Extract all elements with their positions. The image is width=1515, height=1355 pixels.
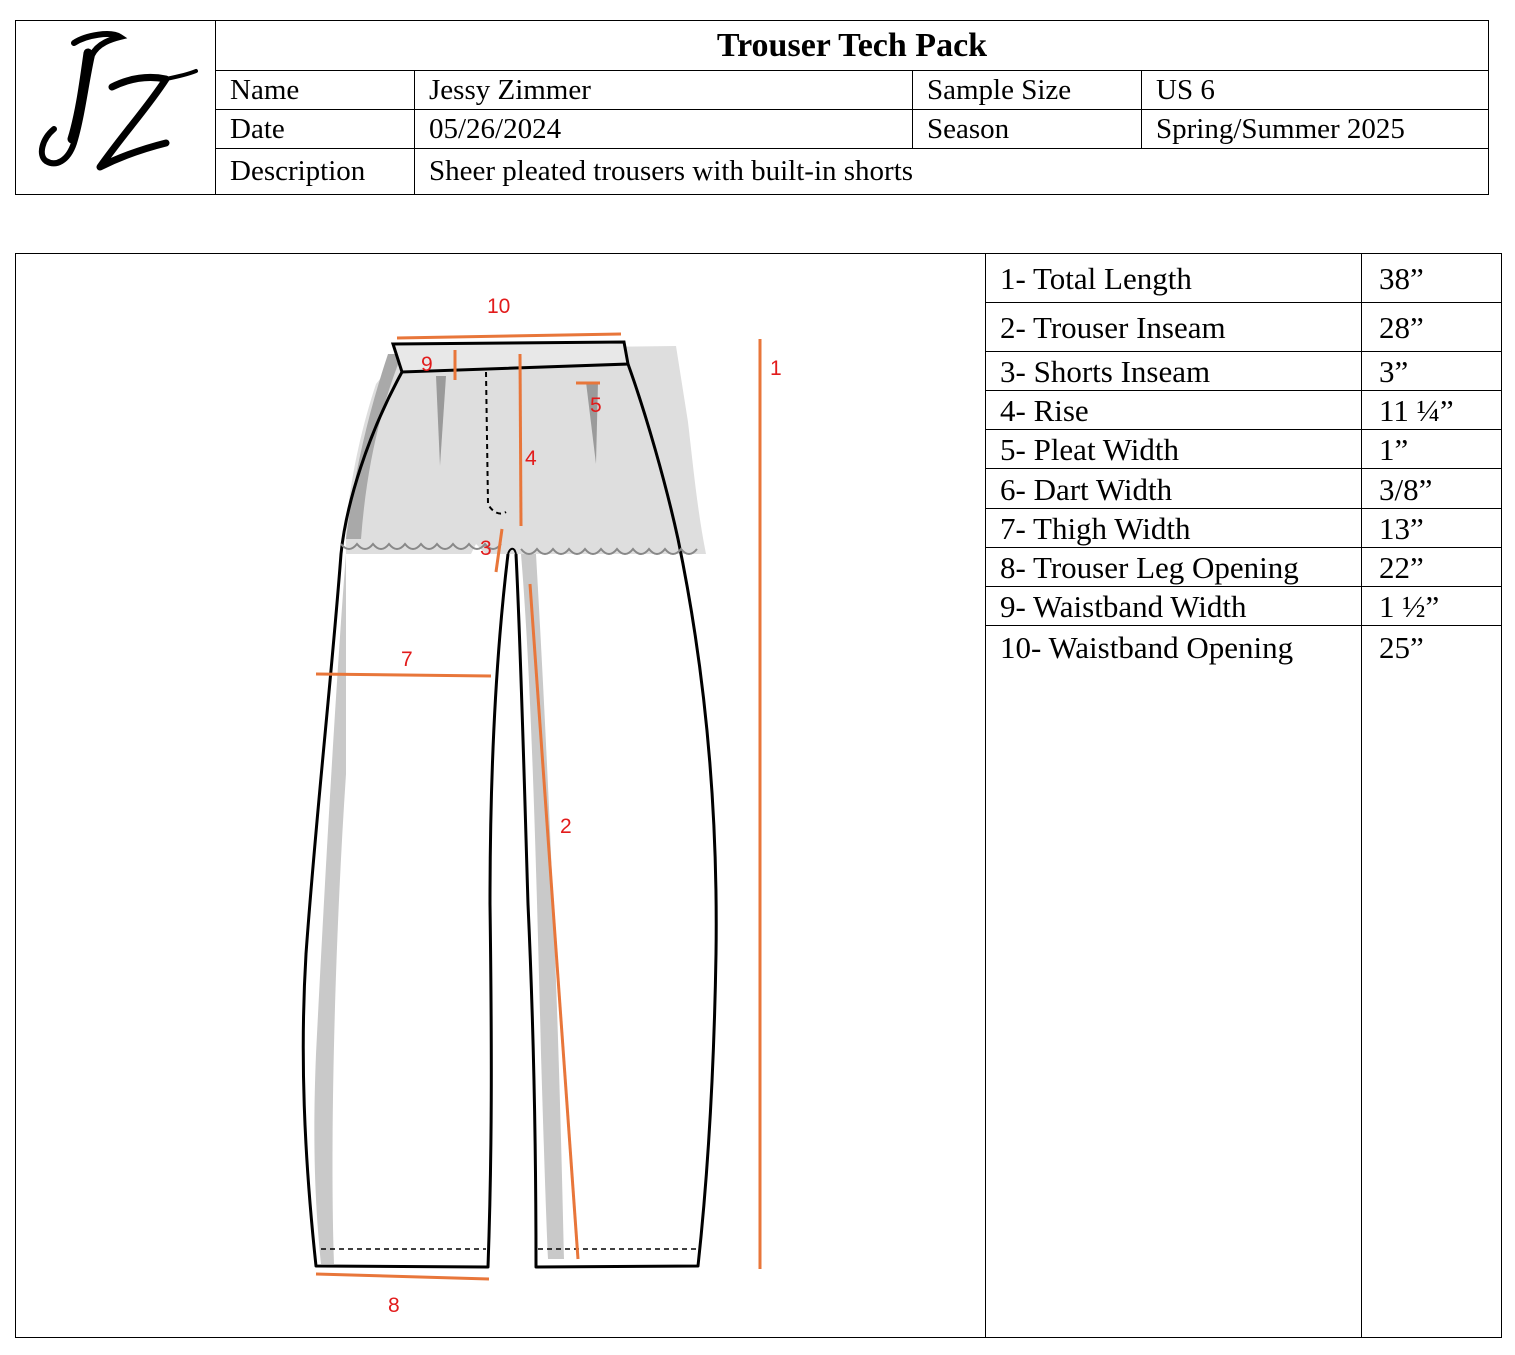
measurement-row: 4- Rise 11 ¼” [986,391,1501,430]
measurement-row: 5- Pleat Width 1” [986,430,1501,469]
name-value: Jessy Zimmer [415,71,913,109]
callout-2: 2 [560,815,572,838]
description-label: Description [216,149,415,194]
measurements-table: 1- Total Length 38” 2- Trouser Inseam 28… [986,254,1501,1337]
page-title: Trouser Tech Pack [216,21,1488,71]
callout-4: 4 [525,447,537,470]
date-label: Date [216,110,415,148]
measure-line-7 [315,672,492,678]
season-label: Season [913,110,1142,148]
description-value: Sheer pleated trousers with built-in sho… [429,155,914,187]
measurement-lines [315,332,762,1281]
jz-logo-icon [38,31,198,171]
right-leg-shading [521,554,564,1259]
callout-1: 1 [770,357,782,380]
left-pleat [436,376,446,466]
header-row-description: Description Sheer pleated trousers with … [216,149,1488,194]
callout-8: 8 [388,1294,400,1317]
callout-9: 9 [421,353,433,376]
header-table: Trouser Tech Pack Name Jessy Zimmer Samp… [15,20,1489,195]
measurement-row: 3- Shorts Inseam 3” [986,352,1501,391]
left-leg-shading [314,554,346,1264]
left-leg-outline [301,371,510,1269]
measure-line-4 [518,353,523,527]
sample-size-value: US 6 [1156,73,1215,106]
callout-5: 5 [590,394,602,417]
measure-line-3 [494,528,504,573]
measure-line-10 [396,332,622,340]
header-row-name: Name Jessy Zimmer Sample Size US 6 [216,71,1488,110]
callout-3: 3 [480,537,492,560]
measurement-row: 9- Waistband Width 1 ½” [986,587,1501,626]
hip-shading [346,354,402,539]
measure-line-2 [528,583,580,1260]
right-lace-trim [520,547,698,555]
main-table: 1 2 3 4 5 7 8 9 10 1- Total Length 38” 2… [15,253,1502,1338]
right-pleat [586,382,598,464]
measurement-row: 1- Total Length 38” [986,254,1501,303]
measurement-row: 10- Waistband Opening 25” [1000,630,1424,665]
sample-size-label: Sample Size [913,71,1142,109]
measurement-row: 2- Trouser Inseam 28” [986,303,1501,352]
measurement-row: 6- Dart Width 3/8” [986,469,1501,509]
measurement-row: 7- Thigh Width 13” [986,509,1501,548]
season-value: Spring/Summer 2025 [1156,112,1405,145]
measurement-row: 8- Trouser Leg Opening 22” [986,548,1501,587]
measure-line-8 [315,1272,490,1281]
right-leg-outline [514,363,718,1269]
left-lace-trim [340,542,502,550]
callout-10: 10 [487,295,510,318]
header-row-date: Date 05/26/2024 Season Spring/Summer 202… [216,110,1488,149]
callout-7: 7 [401,648,413,671]
trouser-sketch-panel: 1 2 3 4 5 7 8 9 10 [16,254,986,1337]
trouser-sketch: 1 2 3 4 5 7 8 9 10 [301,295,782,1317]
logo-cell [16,21,216,194]
date-value: 05/26/2024 [415,110,913,148]
shorts-shading [345,346,706,554]
name-label: Name [216,71,415,109]
